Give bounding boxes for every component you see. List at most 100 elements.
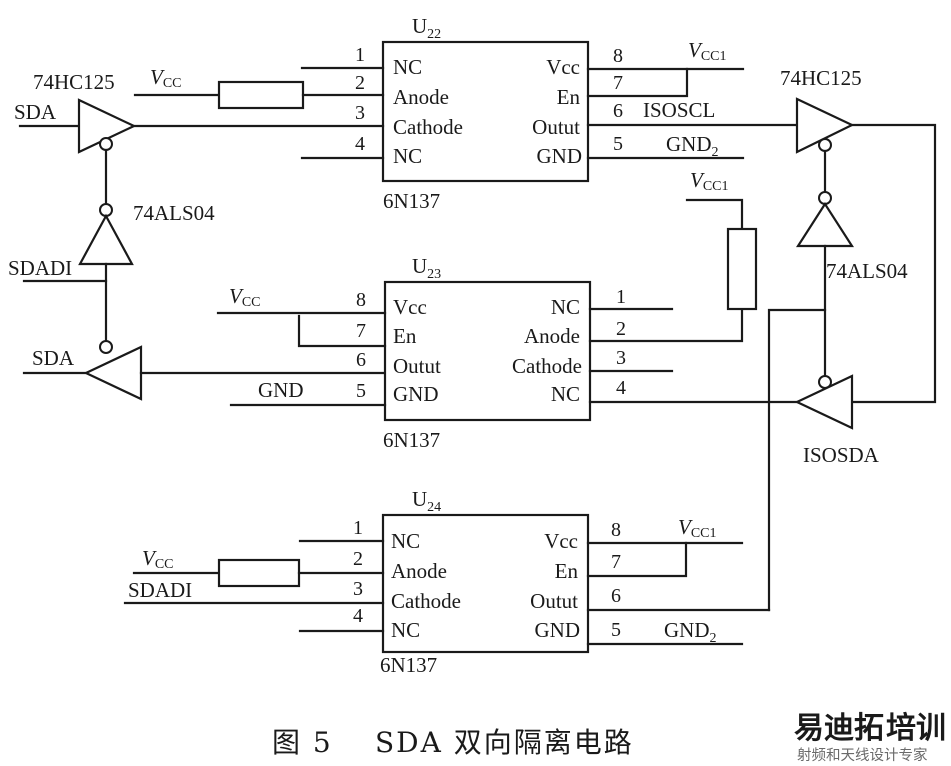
wire-u24-pin7-en bbox=[586, 541, 688, 578]
vcc-label-top-left: VCC bbox=[150, 65, 182, 91]
net-label-gnd2-u24: GND2 bbox=[664, 618, 717, 646]
u24-pin8-number: 8 bbox=[611, 519, 621, 541]
u22-part-number: 6N137 bbox=[383, 189, 440, 213]
net-label-sda-mid: SDA bbox=[32, 346, 75, 370]
u22-pin8-number: 8 bbox=[613, 45, 623, 67]
net-label-gnd-u23: GND bbox=[258, 378, 304, 402]
u22-pin1-name: NC bbox=[393, 55, 422, 79]
u22-pin4-name: NC bbox=[393, 144, 422, 168]
caption-prefix: 图 5 bbox=[272, 726, 333, 759]
net-label-isoscl: ISOSCL bbox=[643, 98, 715, 122]
optocoupler-u24: U24 6N137 NC Anode Cathode NC Vcc En Out… bbox=[353, 487, 621, 677]
u23-body bbox=[383, 280, 592, 422]
u23-pin1-number: 1 bbox=[616, 286, 626, 308]
buffer-left-enable-bubble bbox=[99, 137, 113, 151]
u22-pin8-name: Vcc bbox=[546, 55, 580, 79]
u22-pin3-name: Cathode bbox=[393, 115, 463, 139]
u23-pin5-number: 5 bbox=[356, 380, 366, 402]
buffer-right-enable-bubble bbox=[818, 138, 832, 152]
watermark: 易迪拓 培训 射频和天线设计专家 bbox=[794, 711, 946, 764]
u23-pin8-name: Vcc bbox=[393, 295, 427, 319]
u23-pin5-name: GND bbox=[393, 382, 439, 406]
u24-pin1-number: 1 bbox=[353, 517, 363, 539]
u24-pin7-name: En bbox=[555, 559, 579, 583]
u23-pin3-name: Cathode bbox=[512, 354, 582, 378]
u23-pin7-number: 7 bbox=[356, 320, 366, 342]
u24-designator: U24 bbox=[412, 487, 441, 515]
vcc1-label-u24: VCC1 bbox=[678, 515, 717, 541]
u23-pin2-name: Anode bbox=[524, 324, 580, 348]
u24-wires: VCC SDADI VCC1 GND2 bbox=[123, 515, 771, 646]
wire-isosda-bus bbox=[767, 308, 827, 612]
wire-u23-pin2-to-resistor bbox=[588, 307, 744, 343]
net-label-sdadi-left: SDADI bbox=[8, 256, 72, 280]
u24-part-number: 6N137 bbox=[380, 653, 437, 677]
u22-pin2-number: 2 bbox=[355, 72, 365, 94]
vcc-label-u24: VCC bbox=[142, 546, 174, 572]
u24-pin1-name: NC bbox=[391, 529, 420, 553]
u22-pin5-name: GND bbox=[537, 144, 583, 168]
inverter-left-triangle bbox=[78, 213, 134, 266]
vcc-label-u23: VCC bbox=[229, 284, 261, 310]
u24-pin5-number: 5 bbox=[611, 619, 621, 641]
u24-pin6-number: 6 bbox=[611, 585, 621, 607]
buffer-mid-left-enable-bubble bbox=[99, 340, 113, 354]
u22-pin6-name: Outut bbox=[532, 115, 580, 139]
u23-pin6-number: 6 bbox=[356, 349, 366, 371]
resistor-bottom-left bbox=[217, 558, 301, 588]
buffer-left-label: 74HC125 bbox=[33, 70, 115, 94]
u22-pin4-number: 4 bbox=[355, 133, 365, 155]
u24-pin7-number: 7 bbox=[611, 551, 621, 573]
wire-u22-pin7-en bbox=[586, 67, 689, 98]
vcc1-label-u22: VCC1 bbox=[688, 38, 727, 64]
inverter-right-label: 74ALS04 bbox=[826, 259, 908, 283]
u23-pin4-name: NC bbox=[551, 382, 580, 406]
resistor-top-left bbox=[217, 80, 305, 110]
buffer-isosda-right: ISOSDA bbox=[794, 374, 880, 467]
u24-pin5-name: GND bbox=[535, 618, 581, 642]
u24-pin4-name: NC bbox=[391, 618, 420, 642]
u23-pin7-name: En bbox=[393, 324, 417, 348]
u22-right-net-labels: VCC1 ISOSCL GND2 bbox=[643, 38, 727, 160]
u23-pin3-number: 3 bbox=[616, 347, 626, 369]
wire-buffer-right-loop bbox=[850, 123, 937, 404]
wire-vcc1-to-resistor bbox=[685, 198, 744, 231]
net-label-gnd2-u22: GND2 bbox=[666, 132, 719, 160]
u23-pin6-name: Outut bbox=[393, 354, 441, 378]
u24-pin3-number: 3 bbox=[353, 578, 363, 600]
u23-pin1-name: NC bbox=[551, 295, 580, 319]
inverter-74als04-left: 74ALS04 SDADI bbox=[8, 148, 215, 343]
optocoupler-u22: U22 6N137 NC Anode Cathode NC Vcc En Out… bbox=[355, 14, 623, 213]
watermark-brand-part2: 培训 bbox=[886, 711, 946, 746]
buffer-74hc125-left: 74HC125 SDA VCC bbox=[14, 65, 182, 154]
u24-pin6-name: Outut bbox=[530, 589, 578, 613]
u24-body bbox=[381, 513, 590, 654]
u23-pin8-number: 8 bbox=[356, 289, 366, 311]
u24-pin8-name: Vcc bbox=[544, 529, 578, 553]
u23-pin2-number: 2 bbox=[616, 318, 626, 340]
u22-body bbox=[381, 40, 590, 183]
u22-pin6-number: 6 bbox=[613, 100, 623, 122]
u22-pin7-number: 7 bbox=[613, 72, 623, 94]
optocoupler-u23: U23 6N137 Vcc En Outut GND NC Anode Cath… bbox=[356, 254, 626, 452]
u23-wires: VCC GND VCC1 bbox=[216, 168, 799, 407]
u22-pin3-number: 3 bbox=[355, 102, 365, 124]
net-label-sda-top: SDA bbox=[14, 100, 57, 124]
u22-pin7-name: En bbox=[557, 85, 581, 109]
inverter-74als04-right: 74ALS04 bbox=[767, 149, 908, 612]
buffer-74hc125-right: 74HC125 bbox=[780, 66, 937, 404]
resistor-right-pullup bbox=[726, 227, 758, 311]
vcc1-label-resistor: VCC1 bbox=[690, 168, 729, 194]
caption-title: SDA 双向隔离电路 bbox=[375, 726, 634, 759]
buffer-mid-left-triangle bbox=[83, 345, 143, 401]
u22-pin5-number: 5 bbox=[613, 133, 623, 155]
u22-wires bbox=[132, 66, 799, 160]
u22-designator: U22 bbox=[412, 14, 441, 42]
watermark-brand-part1: 易迪拓 bbox=[794, 711, 884, 746]
figure-caption: 图 5 SDA 双向隔离电路 bbox=[272, 726, 634, 759]
u22-pin1-number: 1 bbox=[355, 44, 365, 66]
u23-designator: U23 bbox=[412, 254, 441, 282]
inverter-left-label: 74ALS04 bbox=[133, 201, 215, 225]
wire-u23-pin7-en bbox=[297, 314, 387, 348]
